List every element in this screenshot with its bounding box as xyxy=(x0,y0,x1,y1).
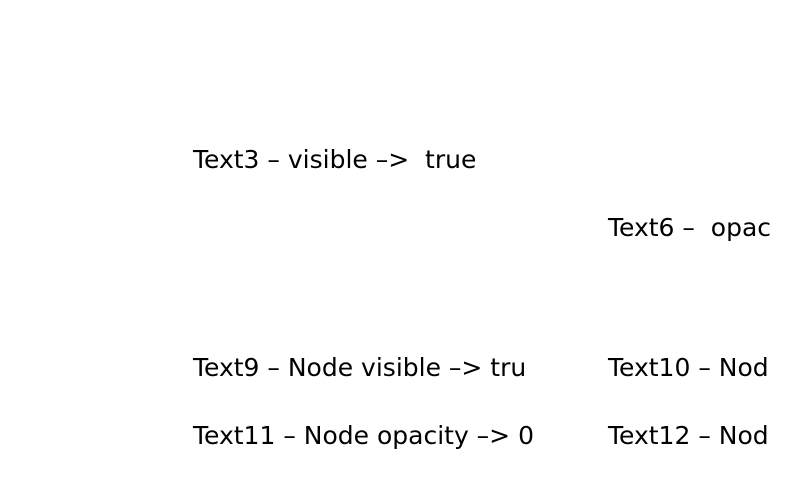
text-label-text3[interactable]: Text3 – visible –> true xyxy=(193,145,477,174)
text-label-text9[interactable]: Text9 – Node visible –> tru xyxy=(193,353,527,382)
text-label-text10[interactable]: Text10 – Nod xyxy=(608,353,769,382)
text-label-text11[interactable]: Text11 – Node opacity –> 0 xyxy=(193,421,534,450)
text-label-text6[interactable]: Text6 – opac xyxy=(608,213,772,242)
text-label-text12[interactable]: Text12 – Nod xyxy=(608,421,769,450)
